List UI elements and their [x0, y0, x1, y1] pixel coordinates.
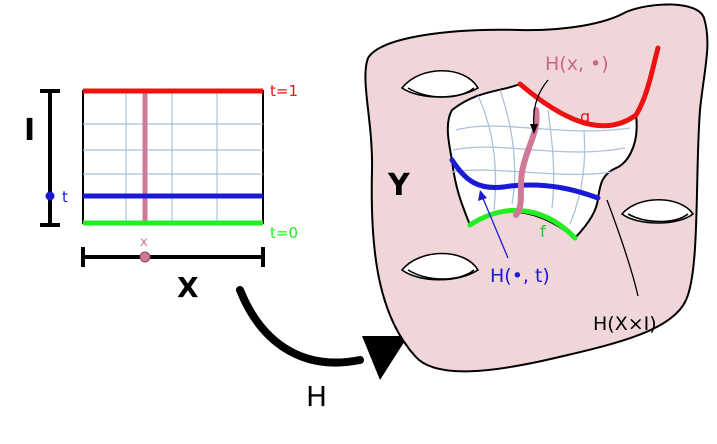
pointer-H-x-dot	[530, 79, 549, 134]
label-t1: t=1	[270, 82, 298, 100]
map-arrow	[236, 286, 408, 380]
label-g: g	[580, 107, 590, 126]
curve-g	[517, 45, 661, 129]
label-I: I	[24, 113, 35, 148]
t-point	[45, 191, 55, 201]
homotopy-image	[446, 45, 661, 241]
X-axis	[81, 247, 265, 267]
label-H-dot-t: H(•, t)	[490, 265, 550, 287]
x-point	[139, 251, 151, 263]
pointer-image	[606, 199, 639, 297]
domain-grid	[83, 91, 263, 223]
hole-top-left	[400, 70, 480, 98]
curve-f	[467, 208, 578, 241]
pointer-H-dot-t	[478, 190, 509, 259]
I-axis	[40, 89, 60, 227]
hole-right	[620, 198, 695, 224]
label-t: t	[62, 188, 68, 206]
label-H-x-dot: H(x, •)	[545, 53, 609, 75]
curve-H-dot-t	[449, 157, 601, 201]
label-f: f	[540, 222, 546, 241]
label-t0: t=0	[270, 224, 298, 242]
label-x: x	[140, 235, 148, 250]
label-Y: Y	[387, 168, 411, 203]
domain-square	[82, 88, 264, 226]
label-X: X	[177, 271, 199, 304]
label-image: H(X×I)	[593, 313, 657, 335]
label-H: H	[306, 380, 327, 413]
hole-bottom-left	[400, 252, 480, 281]
domain-square-border	[82, 90, 264, 224]
